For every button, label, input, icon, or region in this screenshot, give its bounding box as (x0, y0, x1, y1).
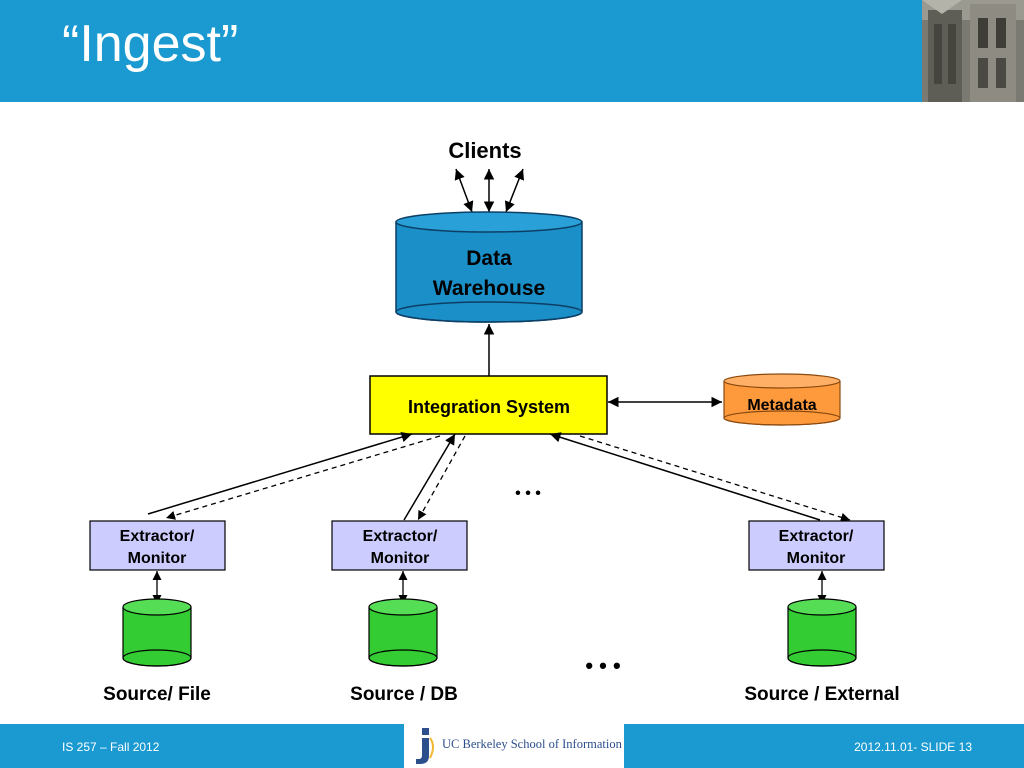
integration-system-label: Integration System (408, 397, 570, 417)
warehouse-label-line2: Warehouse (433, 277, 545, 300)
school-logo-text: UC Berkeley School of Information (442, 737, 622, 751)
slide-footer: IS 257 – Fall 2012 UC Berkeley School of… (0, 724, 1024, 768)
slide-title: “Ingest” (62, 15, 239, 73)
metadata-cylinder: Metadata (723, 373, 841, 426)
extractor-label-line2: Monitor (128, 550, 187, 567)
extractor-box-db: Extractor/ Monitor (331, 520, 468, 571)
extractor-label-line1: Extractor/ (779, 528, 854, 545)
extractor-label-line2: Monitor (371, 550, 430, 567)
source-label-external: Source / External (744, 684, 899, 705)
slide-number: 2012.11.01- SLIDE 13 (854, 740, 972, 754)
ellipsis-lower: • • • (585, 653, 620, 678)
ellipsis-upper: • • • (515, 485, 541, 502)
source-cylinder-external (787, 598, 857, 667)
integration-system-box: Integration System (369, 375, 608, 435)
data-warehouse-cylinder: Data Warehouse (395, 211, 583, 323)
client-arrows (454, 168, 525, 213)
source-label-file: Source/ File (103, 684, 211, 705)
course-label: IS 257 – Fall 2012 (62, 740, 160, 754)
ingest-diagram: Clients Data Warehouse Integration Syste… (89, 138, 900, 705)
metadata-label: Metadata (747, 397, 816, 414)
extractor-label-line1: Extractor/ (120, 528, 195, 545)
school-logo: UC Berkeley School of Information (404, 724, 624, 768)
extractor-source-arrows (152, 571, 827, 604)
extractor-label-line2: Monitor (787, 550, 846, 567)
source-label-db: Source / DB (350, 684, 458, 705)
source-cylinder-db (368, 598, 438, 667)
clients-label: Clients (448, 138, 521, 163)
ischool-logo-icon (416, 728, 434, 764)
campus-photo (922, 0, 1024, 102)
source-cylinder-file (122, 598, 192, 667)
extractor-label-line1: Extractor/ (363, 528, 438, 545)
integration-to-extractor-dashed (165, 435, 851, 522)
extractor-to-integration-arrows (147, 432, 821, 521)
extractor-box-external: Extractor/ Monitor (748, 520, 885, 571)
warehouse-label-line1: Data (466, 247, 512, 270)
slide-header: “Ingest” (0, 0, 1024, 102)
extractor-box-file: Extractor/ Monitor (89, 520, 226, 571)
